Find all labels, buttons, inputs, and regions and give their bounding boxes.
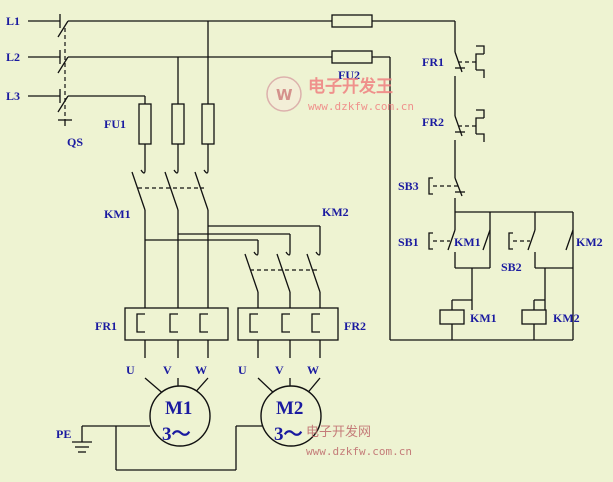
label-fr1-ctrl: FR1 <box>422 55 444 69</box>
label-l2: L2 <box>6 50 20 64</box>
watermark-footer-url: www.dzkfw.com.cn <box>306 445 412 458</box>
km2-main-contacts <box>244 251 321 308</box>
coil-km2 <box>521 299 547 340</box>
label-u2: U <box>238 363 247 377</box>
label-km2-coil: KM2 <box>553 311 580 325</box>
label-km1-coil: KM1 <box>470 311 497 325</box>
label-v2: V <box>275 363 284 377</box>
label-l3: L3 <box>6 89 20 103</box>
watermark-title: 电子开发王 <box>308 76 393 97</box>
label-fr2-main: FR2 <box>344 319 366 333</box>
label-w2: W <box>307 363 319 377</box>
watermark-url: www.dzkfw.com.cn <box>308 100 414 113</box>
coil-km1 <box>439 299 472 340</box>
m2-phase: 3～ <box>274 424 303 445</box>
fuse-fu2 <box>331 14 373 64</box>
label-sb2: SB2 <box>501 260 522 274</box>
sb2-start-button <box>508 229 536 268</box>
watermark-logo-letter: W <box>276 86 293 104</box>
fr1-thermal-relay <box>124 307 229 358</box>
motor-m1: M1 3～ <box>144 377 211 447</box>
pe-ground <box>72 425 262 471</box>
label-u1: U <box>126 363 135 377</box>
motor-m2: M2 3～ <box>257 377 322 447</box>
fu1-feeders <box>110 21 209 104</box>
km1-main-contacts <box>131 169 209 308</box>
label-pe: PE <box>56 427 71 441</box>
label-km2-aux: KM2 <box>576 235 603 249</box>
sb1-start-button <box>428 212 456 268</box>
label-w1: W <box>195 363 207 377</box>
label-fr1-main: FR1 <box>95 319 117 333</box>
label-fr2-ctrl: FR2 <box>422 115 444 129</box>
label-km2-main: KM2 <box>322 205 349 219</box>
label-v1: V <box>163 363 172 377</box>
label-sb3: SB3 <box>398 179 419 193</box>
qs-switch <box>57 14 72 126</box>
sb3-stop-button <box>428 172 465 212</box>
control-branches <box>455 211 574 268</box>
watermark-logo-icon <box>266 76 302 112</box>
fr-nc-contacts <box>454 42 485 172</box>
labels: L1 L2 L3 QS FU1 FU2 KM1 KM2 FR1 FR2 U V … <box>6 14 603 441</box>
label-sb1: SB1 <box>398 235 419 249</box>
label-qs: QS <box>67 135 83 149</box>
watermark-top: W 电子开发王 www.dzkfw.com.cn <box>266 76 414 113</box>
supply-lines <box>28 20 456 97</box>
label-fu2: FU2 <box>338 68 360 82</box>
fuse-fu1 <box>138 103 215 170</box>
fr2-thermal-relay <box>237 307 339 358</box>
m1-name: M1 <box>165 398 192 419</box>
label-fu1: FU1 <box>104 117 126 131</box>
watermark-bottom: 电子开发网 www.dzkfw.com.cn <box>306 424 412 458</box>
watermark-footer-title: 电子开发网 <box>306 424 371 440</box>
control-left-rail <box>389 57 573 341</box>
km2-feeders <box>145 225 321 252</box>
m2-name: M2 <box>276 398 303 419</box>
label-l1: L1 <box>6 14 20 28</box>
km2-aux-contact <box>535 229 574 310</box>
m1-phase: 3～ <box>162 424 191 445</box>
label-km1-aux: KM1 <box>454 235 481 249</box>
km1-aux-contact <box>455 229 491 310</box>
label-km1-main: KM1 <box>104 207 131 221</box>
